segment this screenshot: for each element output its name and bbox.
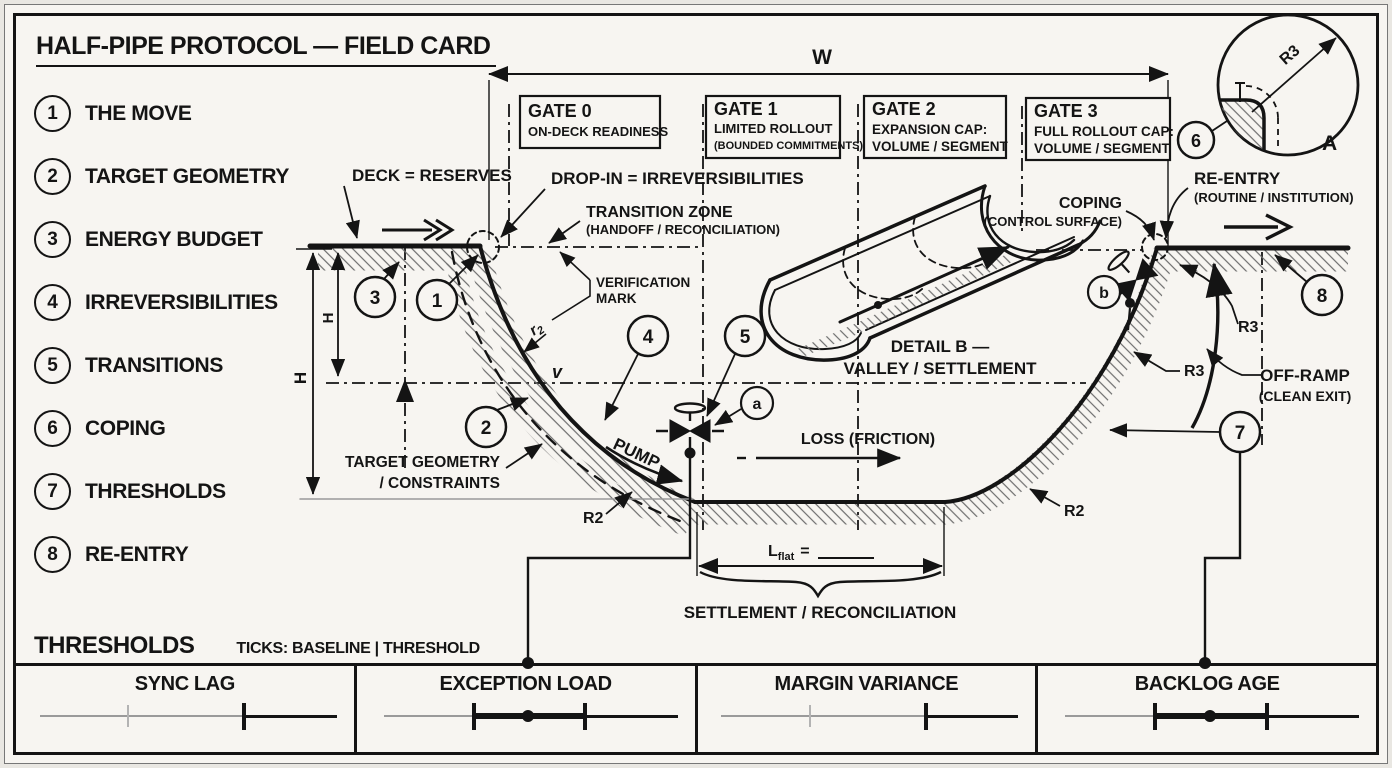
legend-item-3: 3 ENERGY BUDGET [34, 208, 289, 271]
tick-glyph-baseline [698, 698, 1036, 734]
panel-title: EXCEPTION LOAD [439, 673, 613, 695]
panel-sync-lag: SYNC LAG [16, 666, 354, 752]
panel-margin-variance: MARGIN VARIANCE [694, 666, 1036, 752]
legend-label-7: THRESHOLDS [85, 479, 226, 503]
panel-backlog-age: BACKLOG AGE [1035, 666, 1376, 752]
legend-item-4: 4 IRREVERSIBILITIES [34, 271, 289, 334]
page-title: HALF-PIPE PROTOCOL — FIELD CARD [36, 32, 497, 67]
legend-num-3: 3 [34, 221, 71, 258]
legend-label-6: COPING [85, 416, 166, 440]
legend-list: 1 THE MOVE 2 TARGET GEOMETRY 3 ENERGY BUDGE… [34, 82, 289, 586]
legend-num-4: 4 [34, 284, 71, 321]
legend-label-2: TARGET GEOMETRY [85, 164, 290, 188]
legend-num-7: 7 [34, 473, 71, 510]
legend-num-5: 5 [34, 347, 71, 384]
thresholds-header: THRESHOLDS TICKS: BASELINE | THRESHOLD [34, 632, 480, 660]
card-frame: HALF-PIPE PROTOCOL — FIELD CARD 1 THE MOV… [13, 13, 1379, 755]
thresholds-title: THRESHOLDS [34, 632, 195, 659]
tick-glyph-loaded [1038, 698, 1376, 734]
legend-label-1: THE MOVE [85, 101, 192, 125]
panel-title: MARGIN VARIANCE [774, 673, 959, 695]
legend-num-1: 1 [34, 95, 71, 132]
legend-label-3: ENERGY BUDGET [85, 227, 263, 251]
field-card: HALF-PIPE PROTOCOL — FIELD CARD 1 THE MOV… [4, 4, 1388, 764]
tick-glyph-loaded [357, 698, 695, 734]
legend-num-6: 6 [34, 410, 71, 447]
legend-item-5: 5 TRANSITIONS [34, 334, 289, 397]
legend-label-4: IRREVERSIBILITIES [85, 290, 278, 314]
thresholds-legend: TICKS: BASELINE | THRESHOLD [236, 640, 480, 657]
legend-num-2: 2 [34, 158, 71, 195]
panel-title: BACKLOG AGE [1134, 673, 1280, 695]
legend-item-8: 8 RE-ENTRY [34, 523, 289, 586]
legend-label-8: RE-ENTRY [85, 542, 189, 566]
panel-title: SYNC LAG [134, 673, 236, 695]
legend-item-1: 1 THE MOVE [34, 82, 289, 145]
tick-glyph-baseline [16, 698, 354, 734]
legend-item-2: 2 TARGET GEOMETRY [34, 145, 289, 208]
threshold-panels: SYNC LAG EXCEPTION LOAD [16, 663, 1376, 752]
legend-item-7: 7 THRESHOLDS [34, 460, 289, 523]
panel-exception-load: EXCEPTION LOAD [353, 666, 695, 752]
legend-item-6: 6 COPING [34, 397, 289, 460]
legend-label-5: TRANSITIONS [85, 353, 223, 377]
legend-num-8: 8 [34, 536, 71, 573]
